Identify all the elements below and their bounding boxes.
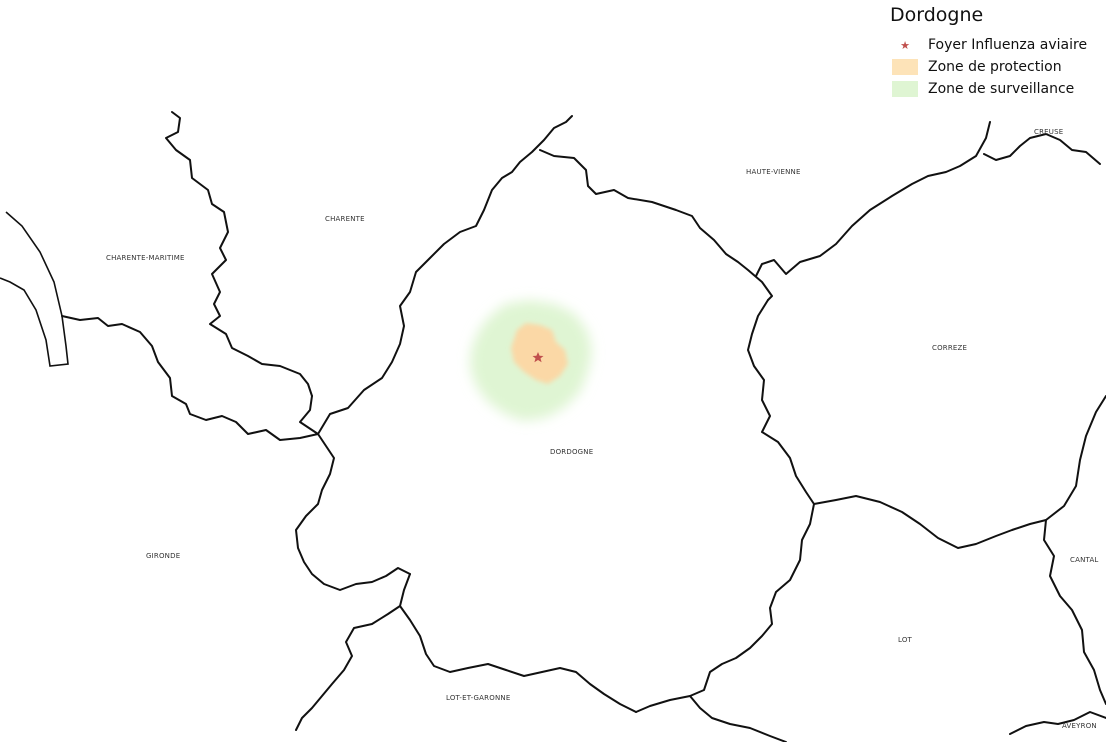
border-charente-west [165, 111, 313, 397]
border-charente-dordogne [299, 115, 573, 435]
legend-star-icon: ★ [900, 38, 910, 52]
dept-label-haute-vienne: HAUTE-VIENNE [746, 168, 801, 176]
legend-protection-swatch [890, 58, 920, 76]
protection-zone [511, 323, 568, 384]
dept-label-correze: CORREZE [932, 344, 967, 352]
border-correze-lot [813, 395, 1106, 549]
border-dordogne-correze [747, 299, 815, 505]
legend-label-foyer: Foyer Influenza aviaire [928, 37, 1088, 53]
border-lot-south [689, 695, 787, 742]
border-dordogne-gironde [295, 433, 411, 591]
dept-label-lot-et-garonne: LOT-ET-GARONNE [446, 694, 510, 702]
border-gironde-lot-et-garonne [295, 605, 401, 731]
border-charente-maritime-gironde [61, 315, 319, 441]
legend-label-protection: Zone de protection [928, 59, 1062, 75]
dept-label-lot: LOT [898, 636, 913, 644]
legend-item-surveillance: Zone de surveillance [890, 78, 1100, 100]
legend-label-surveillance: Zone de surveillance [928, 81, 1075, 97]
dept-label-cantal: CANTAL [1070, 556, 1099, 564]
border-haute-vienne-correze [755, 121, 991, 277]
legend-title: Dordogne [890, 4, 984, 26]
border-cantal [1043, 519, 1106, 705]
map-legend: Dordogne ★ Foyer Influenza aviaire Zone … [890, 4, 1100, 100]
border-creuse [983, 133, 1101, 165]
foyer-star-icon [532, 352, 544, 363]
dept-label-aveyron: AVEYRON [1062, 722, 1097, 730]
coastline [0, 211, 69, 367]
legend-item-protection: Zone de protection [890, 56, 1100, 78]
dept-label-charente: CHARENTE [325, 215, 365, 223]
dept-label-gironde: GIRONDE [146, 552, 180, 560]
border-dordogne-lot-et-garonne [399, 573, 637, 713]
border-dordogne-lot [635, 503, 815, 713]
legend-item-foyer: ★ Foyer Influenza aviaire [890, 34, 1100, 56]
dept-label-charente-maritime: CHARENTE-MARITIME [106, 254, 185, 262]
border-haute-vienne-dordogne [539, 149, 773, 301]
legend-surveillance-swatch [890, 80, 920, 98]
border-aveyron [1009, 711, 1106, 735]
dept-label-creuse: CREUSE [1034, 128, 1063, 136]
dept-label-dordogne: DORDOGNE [550, 448, 593, 456]
